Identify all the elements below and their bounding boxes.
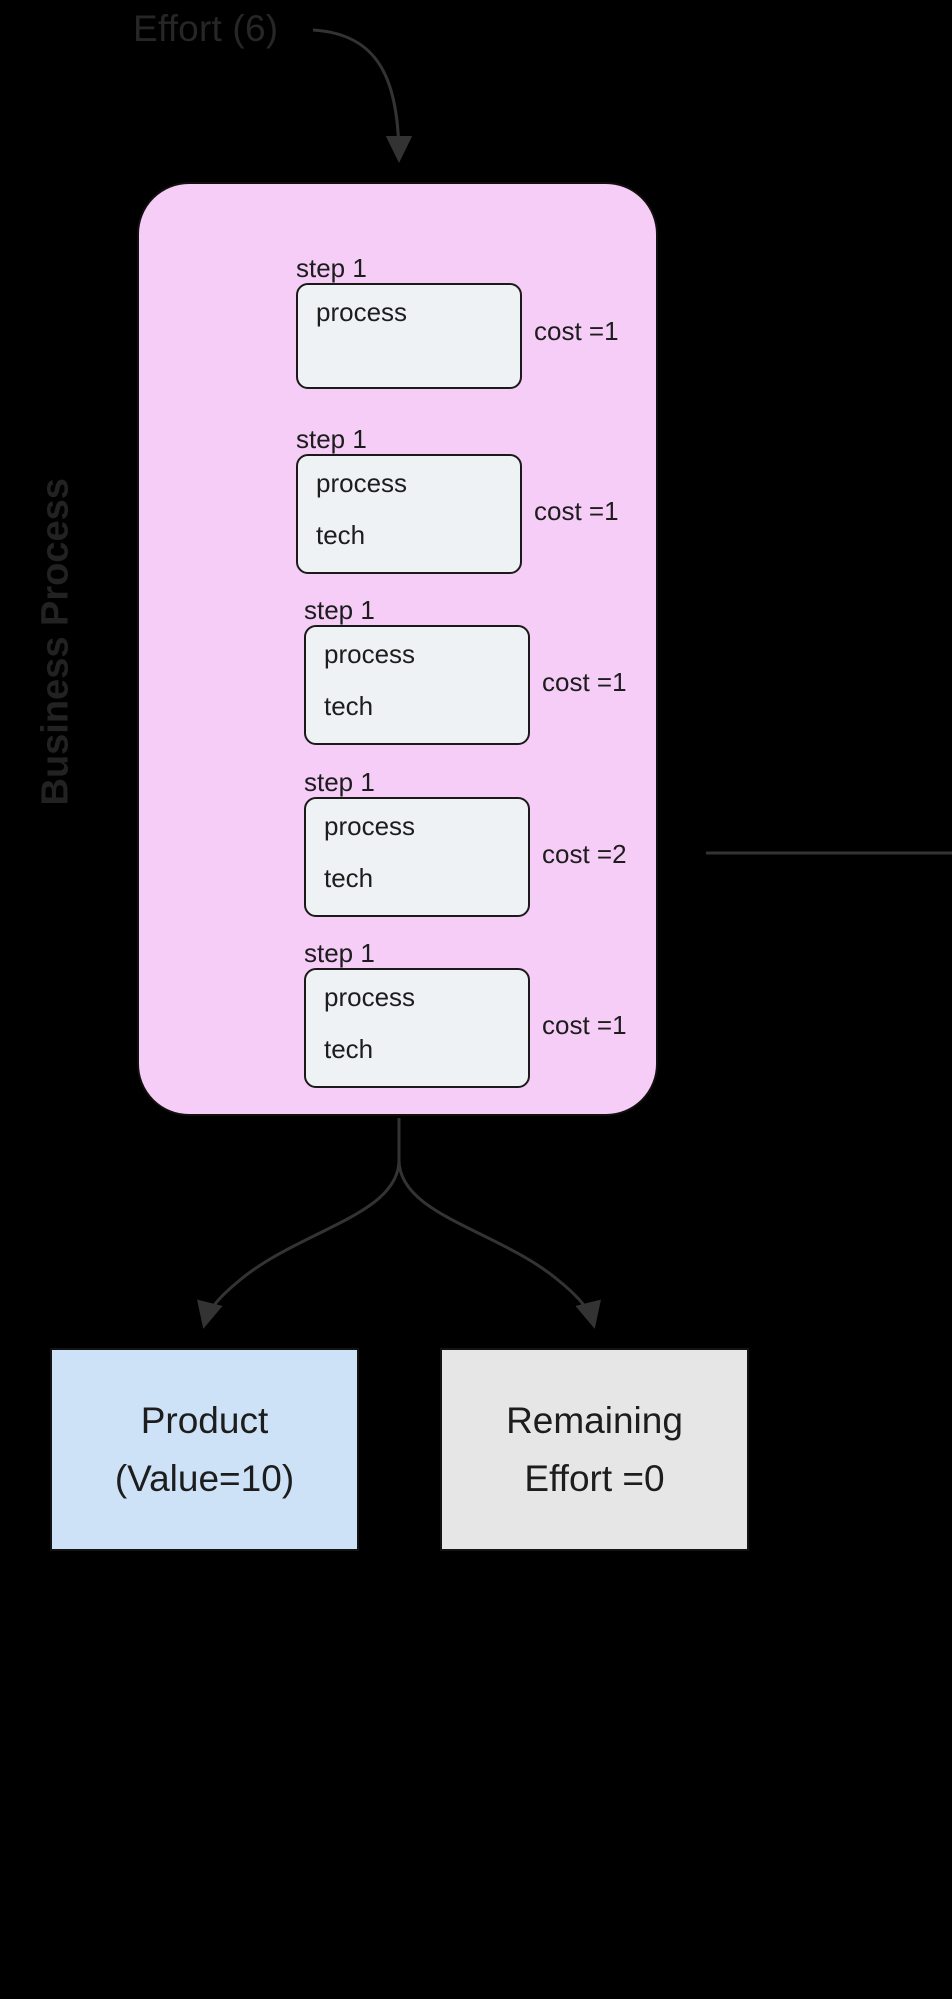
step-cost-label: cost =1 — [542, 1010, 627, 1040]
remaining-value: Effort =0 — [524, 1457, 665, 1499]
step-cost-label: cost =1 — [534, 496, 619, 526]
step-node[interactable]: process tech — [304, 968, 530, 1088]
step-line-process: process — [324, 811, 416, 841]
step-node[interactable]: process — [296, 283, 522, 389]
step-line-process: process — [316, 468, 408, 498]
product-value: (Value=10) — [114, 1457, 295, 1499]
step-line-tech: tech — [324, 1034, 374, 1064]
step-line-tech: tech — [324, 863, 374, 893]
step-line-tech: tech — [324, 691, 374, 721]
product-node[interactable]: Product (Value=10) — [50, 1348, 359, 1551]
remaining-title: Remaining — [506, 1400, 683, 1442]
step-label: step 1 — [304, 767, 375, 797]
step-cost-label: cost =1 — [534, 316, 619, 346]
step-line-process: process — [316, 297, 408, 327]
remaining-effort-node[interactable]: Remaining Effort =0 — [440, 1348, 749, 1551]
swimlane-title: Business Process — [34, 478, 77, 806]
edge-process-to-product — [197, 1118, 401, 1329]
step-line-tech: tech — [316, 520, 366, 550]
step-cost-label: cost =1 — [542, 667, 627, 697]
step-node[interactable]: process tech — [296, 454, 522, 574]
edge-process-to-remaining — [397, 1118, 601, 1329]
edge-effort-to-process — [312, 28, 413, 163]
step-node[interactable]: process tech — [304, 797, 530, 917]
step-line-process: process — [324, 639, 416, 669]
step-label: step 1 — [296, 424, 367, 454]
effort-label: Effort (6) — [133, 8, 279, 49]
step-line-process: process — [324, 982, 416, 1012]
step-node[interactable]: process tech — [304, 625, 530, 745]
product-title: Product — [140, 1400, 269, 1442]
step-label: step 1 — [304, 595, 375, 625]
step-label: step 1 — [296, 253, 367, 283]
step-cost-label: cost =2 — [542, 839, 627, 869]
step-label: step 1 — [304, 938, 375, 968]
